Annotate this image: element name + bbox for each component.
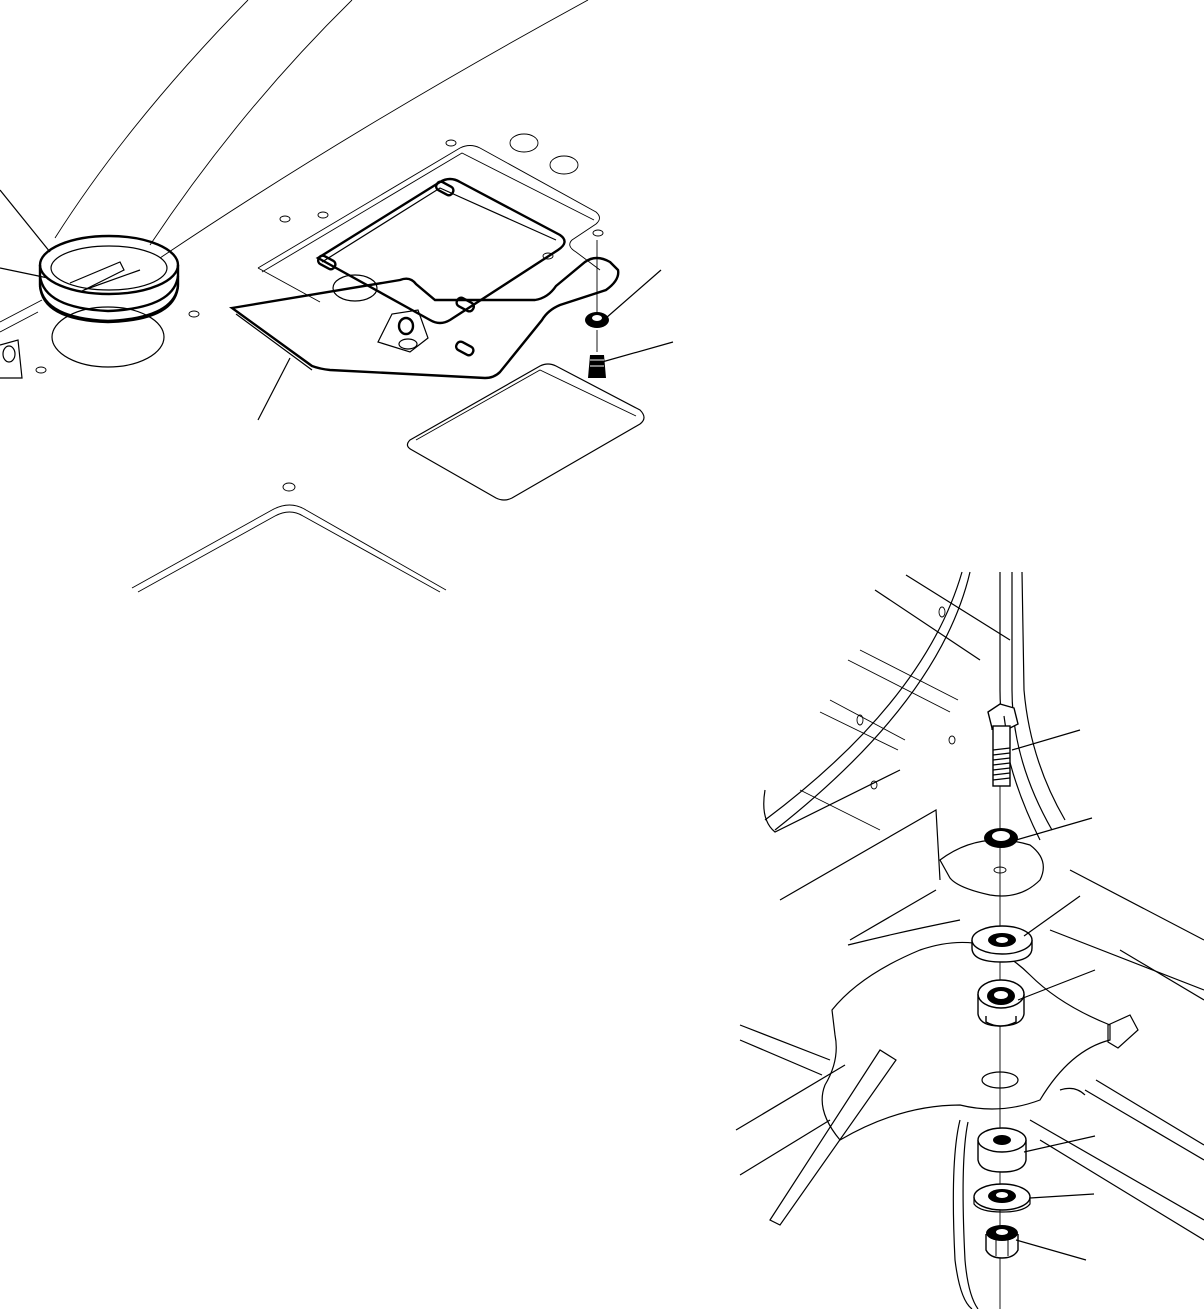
- frame-structure: [763, 571, 1204, 1001]
- leader-line: [1017, 969, 1096, 1001]
- upper-washer: [984, 828, 1018, 848]
- access-panel-opening: [406, 363, 645, 501]
- lower-base-plate: [735, 941, 1204, 1309]
- leader-line: [257, 357, 291, 421]
- upper-bolt-washer: [585, 240, 609, 378]
- leader-line: [605, 269, 662, 319]
- floor-holes: [35, 133, 604, 374]
- leader-line: [1015, 1239, 1087, 1261]
- nut: [985, 1225, 1019, 1259]
- floor-outline: [131, 482, 447, 593]
- hex-bolt: [987, 703, 1019, 787]
- leader-line: [1023, 1135, 1096, 1153]
- lower-leader-lines: [1011, 729, 1096, 1261]
- upper-mount-plate: [939, 839, 1044, 897]
- lower-washer: [973, 1183, 1031, 1213]
- frame-curves: [0, 0, 589, 333]
- lower-cushion: [977, 1127, 1027, 1173]
- leader-line: [0, 267, 49, 279]
- left-bracket: [0, 339, 23, 379]
- gasket-plate: [257, 145, 601, 303]
- leader-line: [1015, 817, 1093, 841]
- leader-line: [601, 341, 674, 363]
- cover-plate: [228, 177, 620, 380]
- leader-line: [1023, 895, 1081, 937]
- leader-line: [1029, 1193, 1095, 1199]
- upper-leader-lines: [0, 189, 674, 421]
- cushion-washer: [971, 925, 1033, 963]
- lower-right-view: [735, 571, 1204, 1309]
- leader-line: [1011, 729, 1081, 751]
- seal-ring: [38, 234, 180, 368]
- rubber-mount: [977, 979, 1025, 1027]
- upper-left-view: [0, 0, 674, 593]
- leader-line: [0, 189, 51, 253]
